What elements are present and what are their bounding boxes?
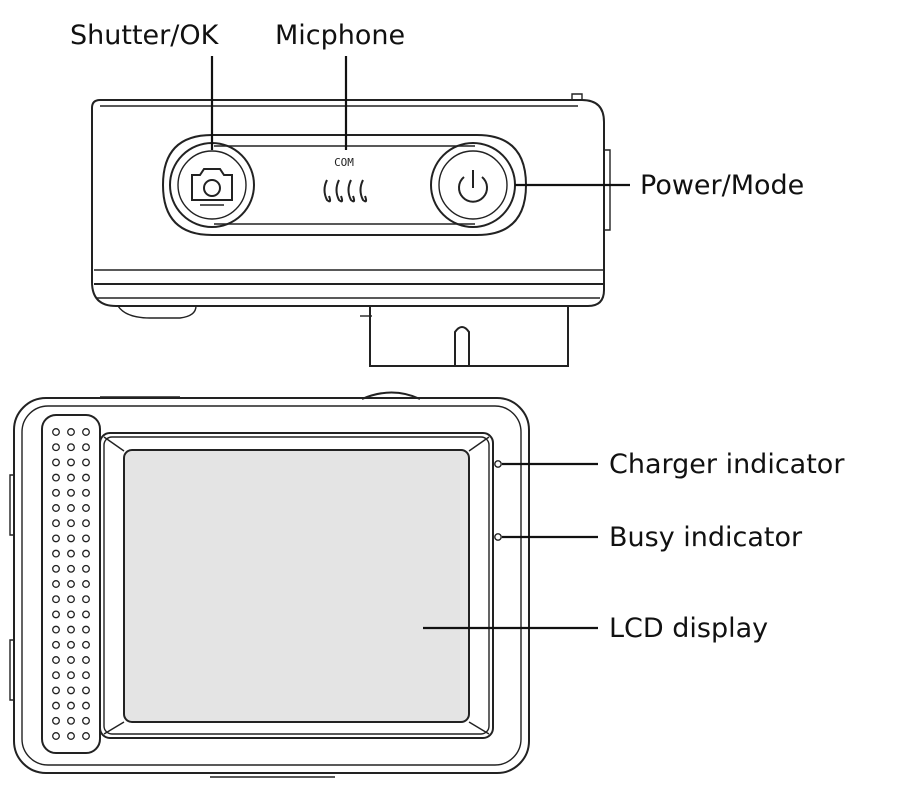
grille-hole	[52, 428, 60, 436]
grille-hole	[82, 504, 90, 512]
camera-icon	[191, 168, 233, 206]
grille-hole	[82, 595, 90, 604]
grille-hole	[67, 443, 75, 452]
grille-hole	[82, 458, 90, 467]
grille-hole	[67, 488, 75, 497]
grille-hole	[82, 610, 90, 619]
grille-hole	[82, 686, 90, 695]
power-mode-label: Power/Mode	[640, 170, 804, 201]
speaker-grille	[41, 414, 101, 754]
busy-indicator-led	[494, 533, 502, 541]
grille-hole	[52, 640, 60, 649]
grille-hole	[52, 701, 60, 710]
grille-hole	[67, 504, 75, 512]
power-icon	[458, 170, 488, 203]
grille-hole	[67, 716, 75, 725]
mount-base	[360, 306, 569, 367]
microphone: COM	[323, 156, 368, 203]
grille-hole	[52, 504, 60, 512]
charger-indicator-label: Charger indicator	[609, 449, 845, 480]
grille-hole	[82, 428, 90, 436]
grille-hole	[52, 458, 60, 467]
grille-hole	[52, 595, 60, 604]
shutter-ok-button[interactable]	[169, 142, 255, 228]
grille-hole	[67, 732, 75, 740]
grille-hole	[82, 534, 90, 543]
grille-hole	[67, 656, 75, 664]
grille-hole	[82, 580, 90, 588]
grille-hole	[52, 488, 60, 497]
grille-hole	[82, 519, 90, 528]
grille-hole	[67, 701, 75, 710]
grille-hole	[52, 473, 60, 482]
grille-hole	[82, 564, 90, 573]
grille-hole	[52, 564, 60, 573]
grille-hole	[52, 716, 60, 725]
grille-hole	[82, 640, 90, 649]
button-panel	[161, 134, 528, 236]
grille-hole	[82, 625, 90, 634]
grille-hole	[67, 625, 75, 634]
grille-hole	[52, 656, 60, 664]
grille-hole	[82, 488, 90, 497]
grille-hole	[67, 640, 75, 649]
grille-hole	[82, 701, 90, 710]
busy-indicator-label: Busy indicator	[609, 522, 803, 553]
grille-hole	[52, 580, 60, 588]
grille-hole	[82, 671, 90, 680]
grille-hole	[52, 443, 60, 452]
grille-hole	[67, 458, 75, 467]
grille-hole	[52, 534, 60, 543]
grille-hole	[67, 580, 75, 588]
grille-hole	[67, 564, 75, 573]
grille-hole	[82, 656, 90, 664]
mic-marking: COM	[334, 156, 354, 169]
grille-hole	[82, 732, 90, 740]
power-mode-button[interactable]	[430, 142, 516, 228]
lcd-screen	[123, 449, 470, 723]
grille-hole	[67, 519, 75, 528]
microphone-label: Micphone	[275, 20, 405, 51]
grille-hole	[52, 625, 60, 634]
grille-hole	[52, 610, 60, 619]
leader-lines	[210, 56, 630, 630]
lcd-display-label: LCD display	[609, 613, 768, 644]
charger-indicator-led	[494, 460, 502, 468]
grille-hole	[52, 732, 60, 740]
grille-hole	[82, 716, 90, 725]
grille-hole	[67, 534, 75, 543]
grille-hole	[67, 610, 75, 619]
grille-hole	[67, 686, 75, 695]
grille-hole	[67, 428, 75, 436]
grille-hole	[52, 671, 60, 680]
grille-hole	[52, 549, 60, 558]
grille-hole	[67, 549, 75, 558]
grille-hole	[52, 519, 60, 528]
grille-hole	[82, 473, 90, 482]
camera-top-view: COM	[91, 93, 611, 367]
grille-hole	[67, 595, 75, 604]
grille-hole	[67, 473, 75, 482]
mic-holes	[323, 179, 368, 203]
grille-hole	[82, 443, 90, 452]
camera-back-view	[9, 391, 530, 778]
shutter-ok-label: Shutter/OK	[70, 20, 220, 51]
grille-hole	[67, 671, 75, 680]
grille-hole	[82, 549, 90, 558]
grille-hole	[52, 686, 60, 695]
